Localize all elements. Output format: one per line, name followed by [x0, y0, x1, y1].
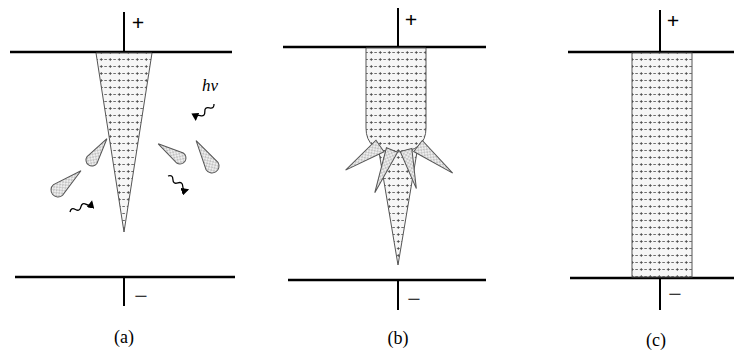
photon-label: hν	[202, 77, 218, 94]
secondary-avalanche	[342, 140, 384, 176]
cathode-lead	[659, 278, 661, 310]
panel-c	[568, 10, 734, 310]
cathode-lead	[123, 277, 125, 306]
polarity-sign: +	[667, 10, 680, 32]
photon-arrow	[167, 174, 189, 191]
photon-arrow	[69, 200, 92, 214]
polarity-sign: −	[668, 282, 682, 306]
anode-lead	[659, 10, 661, 52]
secondary-avalanche	[48, 165, 85, 200]
panel-b	[283, 8, 486, 310]
polarity-sign: +	[132, 12, 145, 34]
conducting-channel	[632, 53, 692, 277]
panel-label: (a)	[114, 328, 134, 346]
panel-label: (c)	[646, 331, 666, 349]
panel-label: (b)	[388, 329, 409, 347]
polarity-sign: +	[405, 9, 418, 31]
secondary-avalanche	[84, 135, 112, 168]
cathode-plate	[288, 279, 486, 282]
panel-a	[10, 12, 235, 306]
polarity-sign: −	[407, 287, 421, 311]
secondary-avalanche	[190, 137, 221, 176]
cathode-lead	[397, 280, 399, 310]
streamer-head	[366, 48, 426, 152]
secondary-avalanche	[414, 140, 457, 178]
photon-arrow	[194, 102, 215, 120]
polarity-sign: −	[134, 284, 148, 308]
secondary-avalanche	[155, 139, 188, 166]
secondary-avalanche	[369, 148, 397, 195]
anode-lead	[123, 12, 125, 52]
anode-lead	[397, 8, 399, 47]
